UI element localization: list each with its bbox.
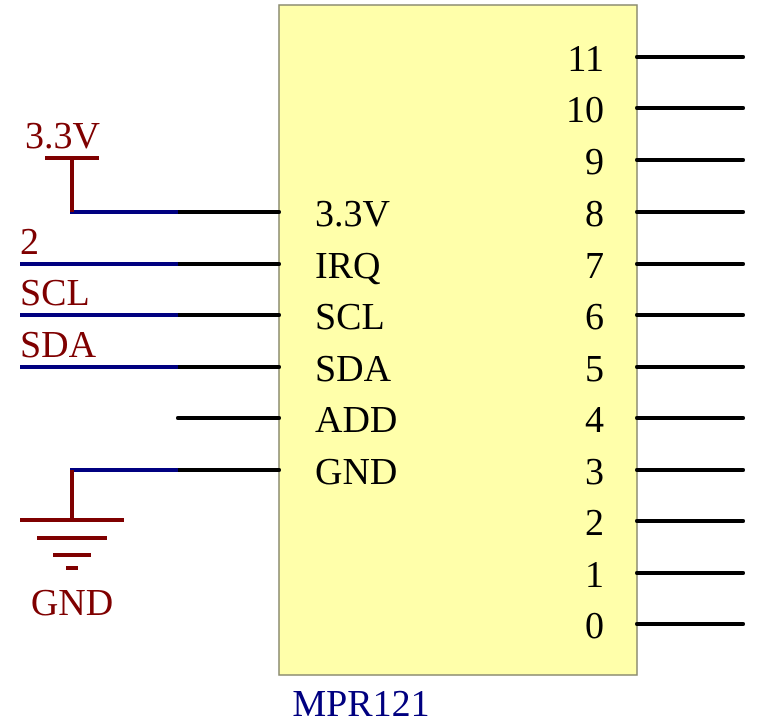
pin-label-4: 4 [585,399,604,441]
pin-label-1: 1 [585,554,604,596]
net-label-power: 3.3V [25,115,101,157]
pin-label-add: ADD [315,399,397,441]
ground-icon [20,470,124,570]
net-labels: 3.3V 2 SCL SDA GND [20,115,113,624]
wire-3v3 [70,158,178,214]
mpr121-chip-body [278,4,638,676]
left-pin-labels: 3.3V IRQ SCL SDA ADD GND [315,193,397,493]
net-label-irq: 2 [20,221,39,263]
pin-label-irq: IRQ [315,245,380,287]
net-label-ground: GND [31,582,113,624]
pin-label-7: 7 [585,245,604,287]
wire-gnd [70,468,178,520]
pin-label-9: 9 [585,141,604,183]
net-label-scl: SCL [20,272,90,314]
pin-label-6: 6 [585,296,604,338]
pin-label-0: 0 [585,605,604,647]
pin-label-scl: SCL [315,296,385,338]
left-pin-lines [176,210,281,472]
pin-label-8: 8 [585,193,604,235]
pin-label-sda: SDA [315,348,392,390]
pin-label-11: 11 [567,38,604,80]
pin-label-3: 3 [585,451,604,493]
right-pin-lines [635,55,745,626]
right-pin-labels: 11 10 9 8 7 6 5 4 3 2 1 0 [566,38,604,647]
net-label-sda: SDA [20,324,97,366]
part-name: MPR121 [292,683,429,725]
pin-label-5: 5 [585,348,604,390]
power-symbol [45,156,99,212]
pin-label-2: 2 [585,502,604,544]
pin-label-gnd: GND [315,451,397,493]
pin-label-3v3: 3.3V [315,193,391,235]
pin-label-10: 10 [566,89,604,131]
